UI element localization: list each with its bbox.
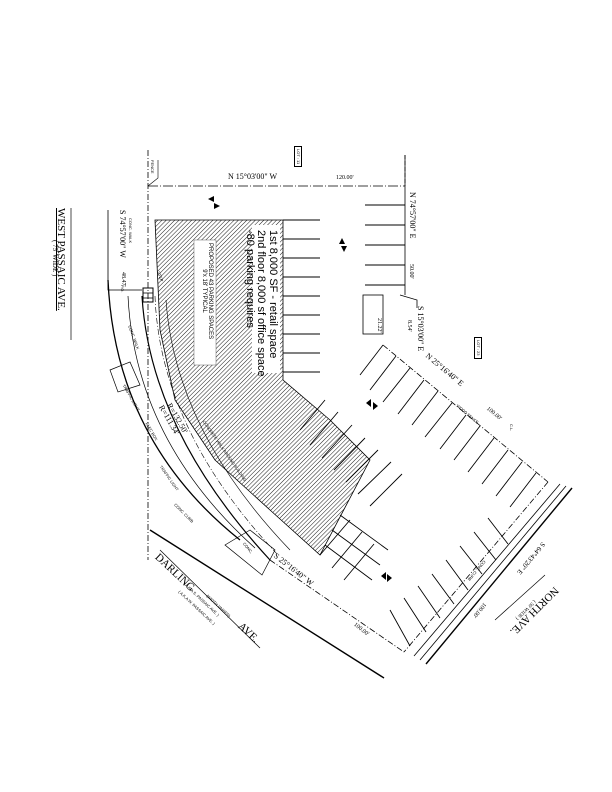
distance-jog: 8.54'	[406, 320, 412, 332]
building-notes: 1st 8,000 SF - retail space 2nd floor 8,…	[243, 230, 279, 377]
parking-stalls-inner	[299, 399, 403, 581]
building-note-3: -80 parking requires	[243, 230, 256, 328]
label-fence: FENCE	[150, 160, 155, 174]
traffic-arrows	[208, 196, 392, 582]
bearing-top: N 15°03'00" W	[228, 172, 278, 181]
parking-stalls-north	[389, 517, 509, 647]
distance-jog-len: 21.22'	[376, 318, 382, 333]
building-note-2: 2nd floor 8,000 sf office space	[255, 230, 268, 377]
distance-right-top: 50.00'	[408, 264, 414, 279]
parking-note-2: 9'x 18' TYPICAL	[200, 269, 207, 313]
label-conc-walk-1: CONC. WALK	[128, 218, 133, 244]
bearing-right-top: N 74°57'00" E	[408, 192, 417, 239]
label-pole: P.O.	[120, 285, 125, 293]
parking-note-1: PROPOSED 43 PARKING SPACES	[207, 243, 213, 340]
street-west-passaic-width: ( 75' WIDE )	[51, 240, 59, 277]
lot-23-label: LOT : 23	[474, 337, 482, 359]
bearing-left: S 74°57'00" W	[118, 210, 127, 258]
distance-top: 120.00'	[336, 175, 354, 181]
building-note-1: 1st 8,000 SF - retail space	[267, 230, 279, 359]
label-cl: C.L.	[509, 424, 514, 432]
jog-rectangle	[362, 294, 384, 335]
parking-stalls-right	[365, 204, 405, 286]
parking-stalls-diagonal	[359, 344, 537, 508]
property-line-diagonal	[382, 344, 549, 483]
bearing-jog: S 15°03'00" E	[416, 306, 425, 352]
parking-stalls-top	[283, 219, 320, 373]
lot-11-label: LOT : 11	[294, 146, 302, 168]
darling-curb-line	[149, 529, 385, 679]
parking-note: PROPOSED 43 PARKING SPACES 9'x 18' TYPIC…	[200, 243, 213, 339]
